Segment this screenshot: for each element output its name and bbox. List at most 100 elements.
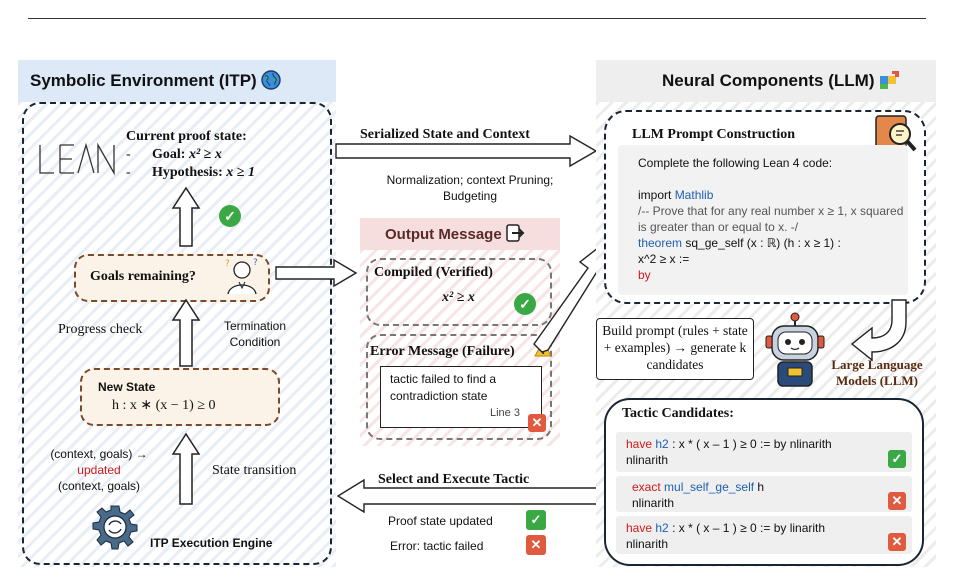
goal-label: Goal:	[152, 147, 186, 162]
top-rule	[28, 18, 926, 19]
context-goals-block: (context, goals) → updated (context, goa…	[34, 446, 164, 494]
theorem-kw: theorem	[638, 236, 683, 250]
right-panel-header-bg	[596, 60, 936, 102]
svg-text:?: ?	[225, 259, 230, 269]
prompt-intro: Complete the following Lean 4 code:	[638, 156, 833, 170]
left-panel-header-bg	[18, 60, 336, 102]
candidate-row-2[interactable]	[616, 476, 912, 512]
error-box	[366, 334, 552, 440]
goal-expr: x² ≥ x	[188, 147, 222, 162]
candidate-row-3[interactable]	[616, 516, 912, 554]
select-execute-arrow	[336, 478, 601, 514]
theorem-line: theorem sq_ge_self (x : ℝ) (h : x ≥ 1) :	[638, 235, 904, 251]
cand2-rest: h	[754, 480, 765, 494]
gear-icon	[92, 504, 138, 555]
cand3-rest: : x * ( x – 1 ) ≥ 0 := by linarith	[668, 521, 826, 535]
cand1-name: h2	[655, 437, 669, 451]
build-prompt-text: Build prompt (rules + state + examples) …	[602, 323, 748, 372]
prompt-code: Complete the following Lean 4 code: impo…	[638, 155, 904, 283]
state-transition-label: State transition	[212, 463, 297, 478]
error-text: tactic failed to find a contradiction st…	[390, 372, 497, 403]
arrow-to-output	[275, 258, 358, 288]
hyp-expr: x ≥ 1	[226, 165, 255, 180]
cand3-line2: nlinarith	[626, 537, 669, 551]
output-icon	[506, 224, 525, 246]
error-message-box	[380, 366, 542, 428]
cand2-name: mul_self_ge_self	[664, 480, 755, 494]
cand1-line2: nlinarith	[626, 453, 669, 467]
goal-dash: -	[126, 147, 131, 162]
compiled-title: Compiled (Verified)	[374, 265, 493, 280]
lean-logo	[38, 142, 118, 180]
left-panel-title: Symbolic Environment (ITP)	[30, 70, 282, 95]
output-header-bg	[360, 218, 560, 250]
cand3-name: h2	[655, 521, 669, 535]
new-state-expr: h : x ∗ (x − 1) ≥ 0	[112, 398, 216, 413]
up-arrow-1	[171, 186, 201, 247]
error-failed-label: Error: tactic failed	[390, 539, 484, 553]
engine-label: ITP Execution Engine	[150, 536, 273, 550]
cross-icon-cand2: ✕	[888, 492, 906, 510]
candidate-3-text: have h2 : x * ( x – 1 ) ≥ 0 := by linari…	[626, 520, 886, 552]
error-line-label: Line 3	[490, 407, 520, 419]
compiled-box	[366, 258, 552, 326]
termination-label: Termination Condition	[223, 319, 287, 349]
check-icon-compiled: ✓	[514, 293, 536, 315]
proof-updated-label: Proof state updated	[388, 514, 493, 528]
right-panel-title: Neural Components (LLM)	[662, 70, 901, 95]
compiled-expr: x² ≥ x	[442, 290, 475, 305]
up-arrow-2	[171, 298, 201, 367]
svg-text:?: ?	[253, 258, 258, 268]
robot-icon	[764, 312, 826, 393]
proof-state-title: Current proof state:	[126, 129, 247, 144]
import-line: import Mathlib	[638, 187, 904, 203]
check-icon-goals: ✓	[219, 205, 241, 227]
thinking-person-icon: ??	[222, 256, 262, 301]
build-prompt-box	[596, 318, 754, 380]
progress-check-label: Progress check	[58, 322, 143, 337]
error-title: Error Message (Failure)	[370, 344, 515, 359]
cross-icon-error: ✕	[528, 414, 546, 432]
ctx-line-3: (context, goals)	[57, 479, 141, 493]
left-dashed-container	[22, 102, 332, 565]
up-arrow-3	[171, 432, 201, 505]
select-execute-label: Select and Execute Tactic	[378, 472, 530, 487]
import-kw: import	[638, 188, 672, 202]
goals-remaining-label: Goals remaining?	[90, 269, 196, 284]
check-icon-updated: ✓	[526, 510, 546, 530]
by-kw: by	[638, 268, 651, 282]
ctx-updated: updated	[77, 463, 121, 477]
cand2-line2: nlinarith	[632, 496, 675, 510]
serialized-arrow	[335, 134, 598, 168]
cand2-kw: exact	[632, 480, 661, 494]
puzzle-icon	[879, 70, 901, 95]
hyp-line: -Hypothesis: x ≥ 1	[126, 165, 255, 181]
ctx-line-1: (context, goals) →	[50, 447, 148, 461]
normalization-label: Normalization; context Pruning; Budgetin…	[386, 173, 554, 203]
globe-icon	[261, 70, 282, 95]
cross-icon-cand3: ✕	[888, 533, 906, 551]
left-panel-bg	[18, 102, 336, 567]
prompt-code-panel	[618, 145, 908, 295]
prompt-title: LLM Prompt Construction	[632, 127, 796, 142]
new-state-box	[80, 368, 280, 426]
cand1-rest: : x * ( x – 1 ) ≥ 0 := by nlinarith	[668, 437, 832, 451]
check-icon-cand1: ✓	[888, 450, 906, 468]
theorem-goal: x^2 ≥ x :=	[638, 252, 690, 266]
output-title-text: Output Message	[385, 226, 502, 243]
serialized-label: Serialized State and Context	[360, 127, 530, 142]
theorem-sig: sq_ge_self (x : ℝ) (h : x ≥ 1) :	[685, 236, 841, 250]
left-title-text: Symbolic Environment (ITP)	[30, 71, 257, 90]
llm-label: Large Language Models (LLM)	[831, 357, 923, 388]
candidate-row-1[interactable]	[616, 432, 912, 472]
candidate-2-text: exact mul_self_ge_self h nlinarith	[632, 479, 882, 511]
new-state-title: New State	[98, 380, 156, 394]
cand1-kw: have	[626, 437, 653, 451]
import-mod: Mathlib	[674, 188, 714, 202]
curved-arrow	[850, 299, 907, 362]
prompt-comment: /-- Prove that for any real number x ≥ 1…	[638, 204, 904, 234]
goal-line: - Goal: x² ≥ x	[126, 147, 222, 163]
cross-icon-failed: ✕	[526, 535, 546, 555]
hyp-label: Hypothesis:	[152, 165, 223, 180]
right-title-text: Neural Components (LLM)	[662, 71, 875, 90]
